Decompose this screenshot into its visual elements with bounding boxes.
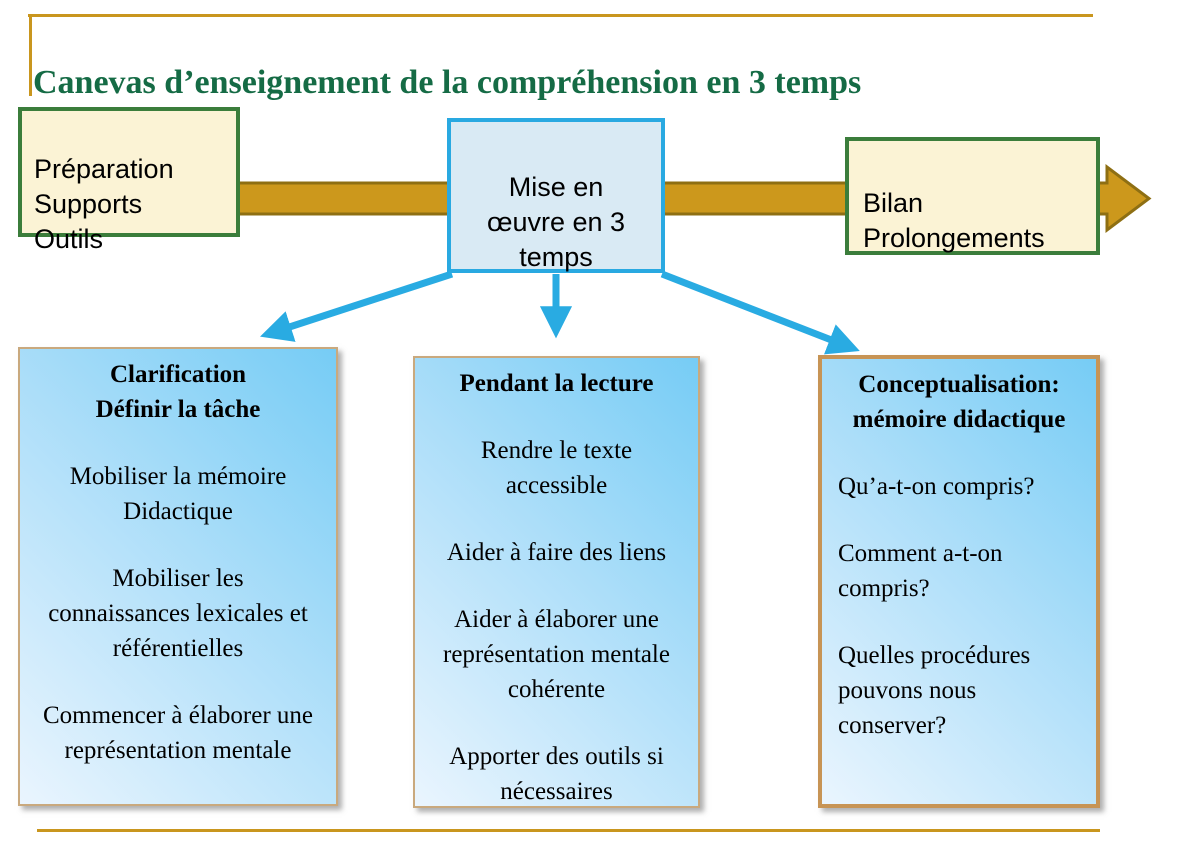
panel-conceptualisation-item: Qu’a-t-on compris?	[838, 473, 1035, 500]
panel-conceptualisation: Conceptualisation: mémoire didactique Qu…	[818, 355, 1100, 808]
panel-clarification-item: Commencer à élaborer une représentation …	[42, 702, 313, 764]
panel-pendant-item: Rendre le texte accessible	[480, 437, 633, 499]
panel-clarification-item: Mobiliser la mémoire Didactique	[69, 463, 287, 525]
left-gold-rule	[29, 14, 32, 96]
panel-clarification-heading: Clarification Définir la tâche	[95, 361, 261, 423]
panel-pendant-item: Apporter des outils si nécessaires	[449, 743, 664, 805]
panel-conceptualisation-item: Comment a-t-on compris?	[838, 540, 1003, 602]
panel-clarification: Clarification Définir la tâche Mobiliser…	[18, 347, 338, 806]
stage-box-preparation: Préparation Supports Outils	[18, 107, 240, 254]
panel-pendant-heading: Pendant la lecture	[459, 370, 654, 397]
top-gold-rule	[28, 14, 1093, 17]
page-title: Canevas d’enseignement de la compréhensi…	[33, 63, 862, 101]
stage-box-bilan-label: Bilan Prolongements	[863, 188, 1045, 254]
panel-conceptualisation-heading: Conceptualisation: mémoire didactique	[852, 371, 1066, 433]
panel-pendant-item: Aider à faire des liens	[446, 539, 667, 566]
stage-box-mise-en-oeuvre: Mise en œuvre en 3 temps	[447, 118, 665, 273]
panel-conceptualisation-item: Quelles procédures pouvons nous conserve…	[838, 642, 1031, 739]
panel-clarification-item: Mobiliser les connaissances lexicales et…	[48, 565, 308, 662]
panel-pendant-item: Aider à élaborer une représentation ment…	[443, 606, 670, 703]
panel-pendant-la-lecture: Pendant la lecture Rendre le texte acces…	[413, 356, 700, 808]
timeline-arrow-icon	[238, 164, 1152, 233]
stage-box-mise-en-oeuvre-label: Mise en œuvre en 3 temps	[486, 172, 626, 273]
stage-box-preparation-label: Préparation Supports Outils	[34, 154, 174, 255]
stage-box-bilan: Bilan Prolongements	[845, 137, 1100, 255]
bottom-gold-rule	[37, 829, 1100, 832]
